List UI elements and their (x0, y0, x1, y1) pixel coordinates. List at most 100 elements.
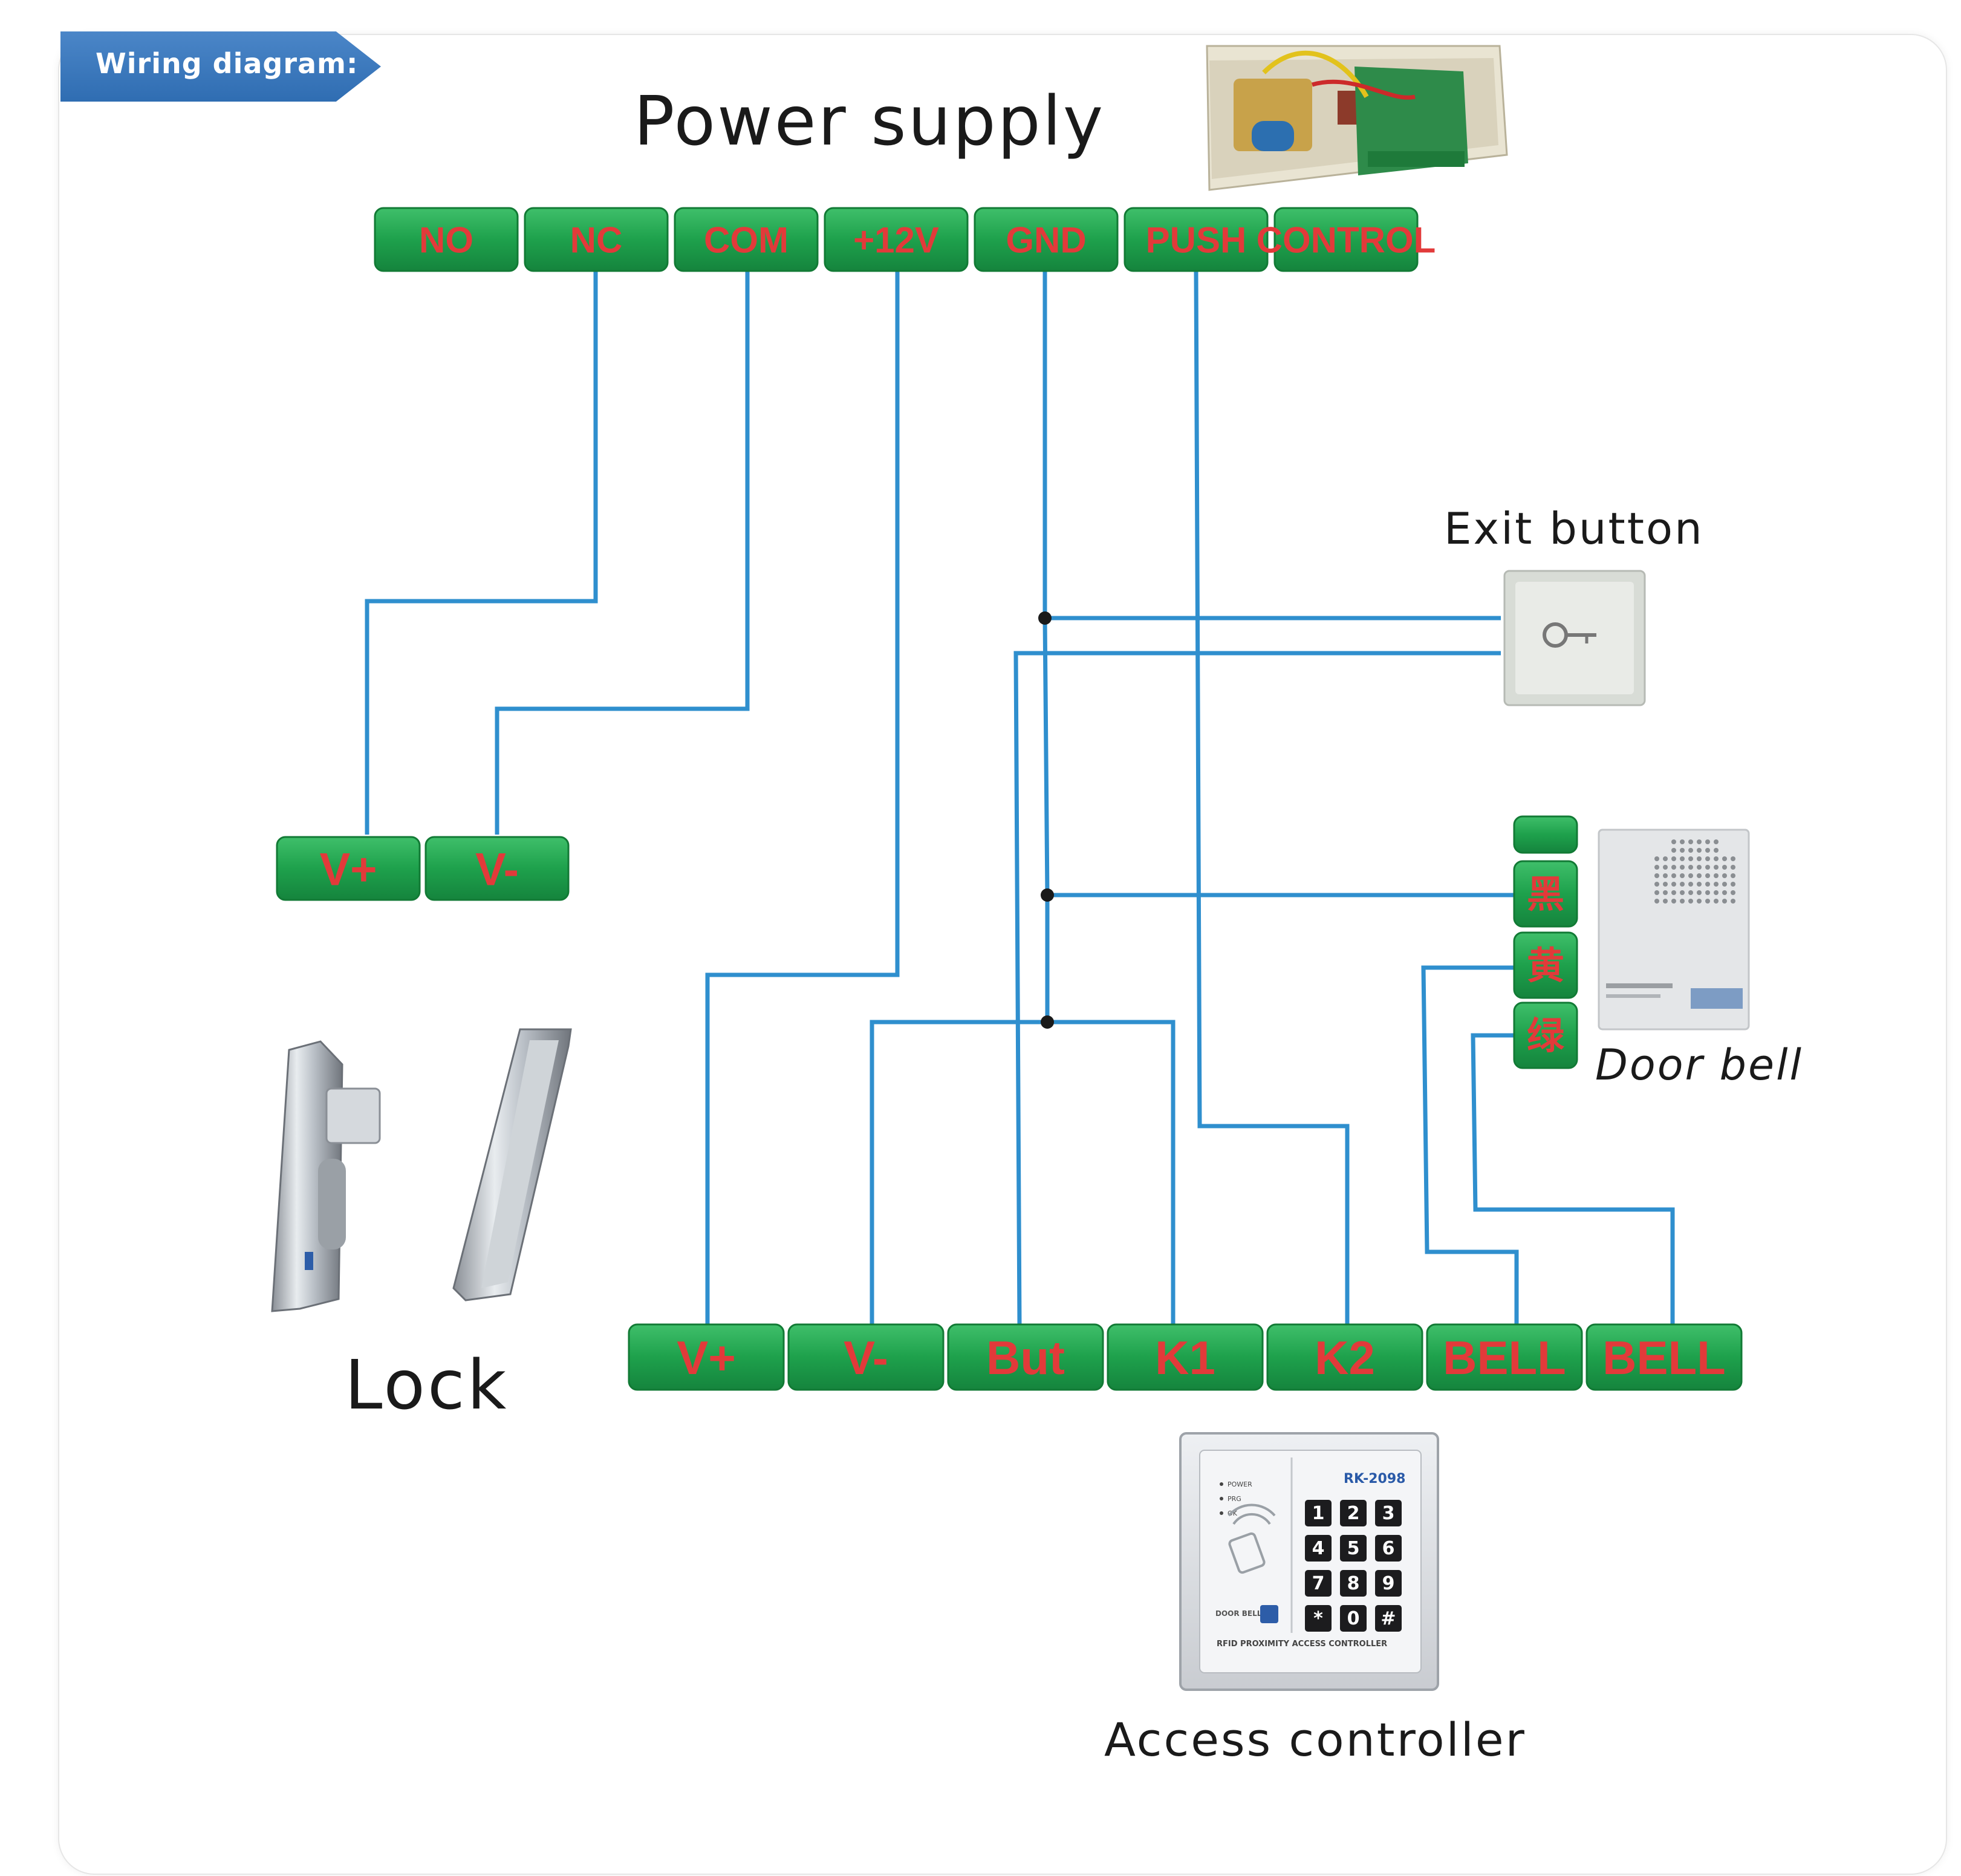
keypad-key: 8 (1340, 1570, 1367, 1597)
wire-nc-to-lock-vplus (365, 271, 598, 835)
keypad-indicator-label: POWER (1228, 1480, 1252, 1488)
keypad-key-label: 1 (1312, 1503, 1325, 1524)
grill-hole (1671, 890, 1676, 895)
keypad-doorbell-label: DOOR BELL (1215, 1609, 1262, 1618)
controller-terminal-label: K2 (1315, 1331, 1375, 1384)
grill-hole (1688, 899, 1693, 904)
grill-hole (1722, 899, 1727, 904)
grill-hole (1671, 848, 1676, 853)
doorbell-terminal: 黄 (1513, 931, 1578, 999)
controller-terminal: K2 (1266, 1323, 1423, 1391)
grill-hole (1654, 882, 1659, 887)
grill-hole (1663, 865, 1668, 870)
lock-terminal-label: V+ (319, 844, 377, 895)
wire-bell-green-to-controller-bell2 (1471, 1033, 1675, 1324)
keypad-key: 4 (1305, 1535, 1332, 1562)
wire-exit-to-controller-but (1013, 651, 1501, 1325)
keypad-doorbell-icon (1260, 1605, 1278, 1623)
grill-hole (1705, 865, 1710, 870)
power-supply-terminal-label: +12V (853, 220, 939, 261)
grill-hole (1705, 839, 1710, 844)
power-supply-terminal: CONTROL (1257, 207, 1436, 272)
power-supply-terminal: +12V (824, 207, 969, 272)
exit-button-image (1503, 570, 1646, 706)
keypad-key-label: * (1313, 1608, 1323, 1629)
controller-terminal-block (947, 1323, 1104, 1391)
grill-hole (1671, 839, 1676, 844)
grill-hole (1705, 882, 1710, 887)
power-supply-terminal-block (1124, 207, 1269, 272)
grill-hole (1722, 873, 1727, 878)
doorbell-terminal-block (1513, 931, 1578, 999)
grill-hole (1680, 848, 1685, 853)
controller-terminal-block (1426, 1323, 1583, 1391)
door-bell-label: Door bell (1595, 1040, 1803, 1090)
grill-hole (1680, 865, 1685, 870)
controller-terminal-label: BELL (1602, 1331, 1726, 1384)
power-supply-terminal-block (824, 207, 969, 272)
grill-hole (1654, 899, 1659, 904)
power-supply-terminal: COM (674, 207, 819, 272)
lock-terminal-block (424, 836, 570, 901)
power-supply-terminal-label: GND (1006, 220, 1086, 261)
grill-hole (1671, 865, 1676, 870)
controller-terminal-label: V+ (677, 1331, 736, 1384)
doorbell-terminal-label: 绿 (1527, 1015, 1565, 1057)
keypad-key-cap (1305, 1500, 1332, 1526)
grill-hole (1714, 873, 1719, 878)
wire-bell-yellow-to-controller-bell1 (1421, 965, 1519, 1324)
keypad-key-label: 5 (1347, 1538, 1360, 1559)
wire-gnd-to-bell-black (1042, 617, 1514, 897)
keypad-key-label: 4 (1312, 1538, 1325, 1559)
grill-hole (1680, 882, 1685, 887)
grill-hole (1705, 890, 1710, 895)
power-supply-terminal-label: NO (419, 220, 473, 261)
grill-hole (1654, 890, 1659, 895)
doorbell-terminal-label: 黄 (1527, 945, 1564, 987)
keypad-key: 2 (1340, 1500, 1367, 1526)
lock-terminal: V- (424, 836, 570, 901)
doorbell-terminal: 黑 (1513, 860, 1578, 928)
grill-hole (1680, 839, 1685, 844)
doorbell-terminal-block (1513, 860, 1578, 928)
wire-push-to-controller-k2 (1194, 270, 1350, 1324)
grill-hole (1714, 899, 1719, 904)
keypad-key-cap (1340, 1605, 1367, 1632)
power-supply-terminal: NO (374, 207, 519, 272)
grill-hole (1731, 856, 1735, 861)
power-supply-terminal-label: NC (570, 220, 623, 261)
controller-terminal-label: But (986, 1331, 1065, 1384)
keypad-key-label: # (1381, 1608, 1396, 1629)
grill-hole (1705, 873, 1710, 878)
grill-hole (1688, 873, 1693, 878)
keypad-key-label: 7 (1312, 1573, 1325, 1594)
grill-hole (1663, 856, 1668, 861)
doorbell-terminal-label: 黑 (1527, 874, 1564, 916)
wire-group (365, 270, 1675, 1325)
keypad-model-label: RK-2098 (1344, 1471, 1405, 1487)
keypad-key-cap (1375, 1535, 1402, 1562)
controller-terminal: BELL (1426, 1323, 1583, 1391)
controller-terminal-block (787, 1323, 945, 1391)
grill-hole (1731, 865, 1735, 870)
grill-hole (1663, 882, 1668, 887)
keypad-led (1220, 1497, 1223, 1500)
wire-gnd-to-controller-k1 (1047, 1020, 1176, 1324)
controller-terminal-block (1585, 1323, 1743, 1391)
grill-hole (1697, 882, 1702, 887)
keypad-key-cap (1305, 1605, 1332, 1632)
controller-terminal-block (1266, 1323, 1423, 1391)
power-supply-terminal-label: PUSH (1146, 220, 1247, 261)
keypad-key: # (1375, 1605, 1402, 1632)
grill-hole (1697, 856, 1702, 861)
keypad-key: 1 (1305, 1500, 1332, 1526)
grill-hole (1663, 899, 1668, 904)
controller-terminal-label: BELL (1443, 1331, 1566, 1384)
grill-hole (1671, 899, 1676, 904)
grill-hole (1722, 856, 1727, 861)
keypad-key: * (1305, 1605, 1332, 1632)
keypad-key: 5 (1340, 1535, 1367, 1562)
